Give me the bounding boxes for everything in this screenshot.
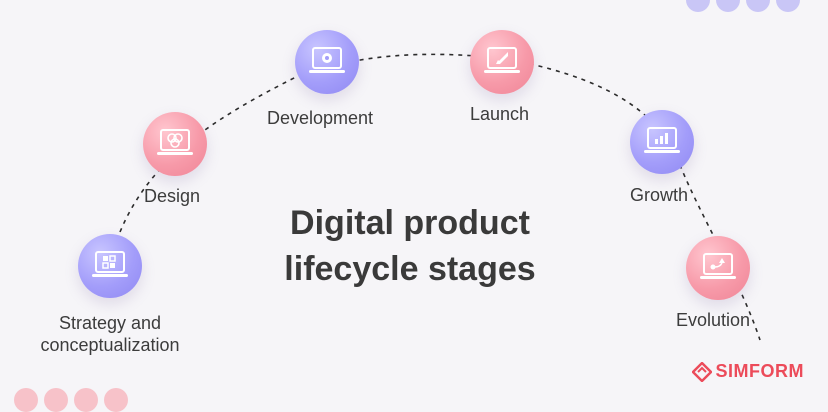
stage-strategy xyxy=(78,234,142,298)
stage-label-launch: Launch xyxy=(470,104,530,124)
lifecycle-diagram: Strategy and conceptualization Design De… xyxy=(14,0,805,412)
simform-logo-icon xyxy=(691,361,712,382)
strategy-laptop-icon xyxy=(92,251,128,277)
stage-label-development: Development xyxy=(267,108,374,128)
launch-laptop-icon xyxy=(484,47,520,73)
design-laptop-icon xyxy=(157,129,193,155)
decorative-dots-bottom xyxy=(14,388,128,412)
evolution-laptop-icon xyxy=(700,253,736,279)
stage-evolution xyxy=(686,236,750,300)
diagram-title: Digital product lifecycle stages xyxy=(250,200,570,292)
title-line-1: Digital product xyxy=(290,204,530,242)
brand-logo: SIMFORM xyxy=(691,361,805,382)
stage-label-growth: Growth xyxy=(630,185,689,205)
stage-label-strategy: Strategy and conceptualization xyxy=(40,313,180,355)
stage-launch xyxy=(470,30,534,94)
stage-growth xyxy=(630,110,694,174)
brand-name: SIMFORM xyxy=(715,361,804,381)
development-laptop-icon xyxy=(309,47,345,73)
title-line-2: lifecycle stages xyxy=(284,250,536,288)
decorative-dots-top xyxy=(686,0,800,12)
stage-development xyxy=(295,30,359,94)
stage-design xyxy=(143,112,207,176)
stage-label-design: Design xyxy=(144,186,201,206)
growth-laptop-icon xyxy=(644,127,680,153)
stage-label-evolution: Evolution xyxy=(676,310,751,330)
